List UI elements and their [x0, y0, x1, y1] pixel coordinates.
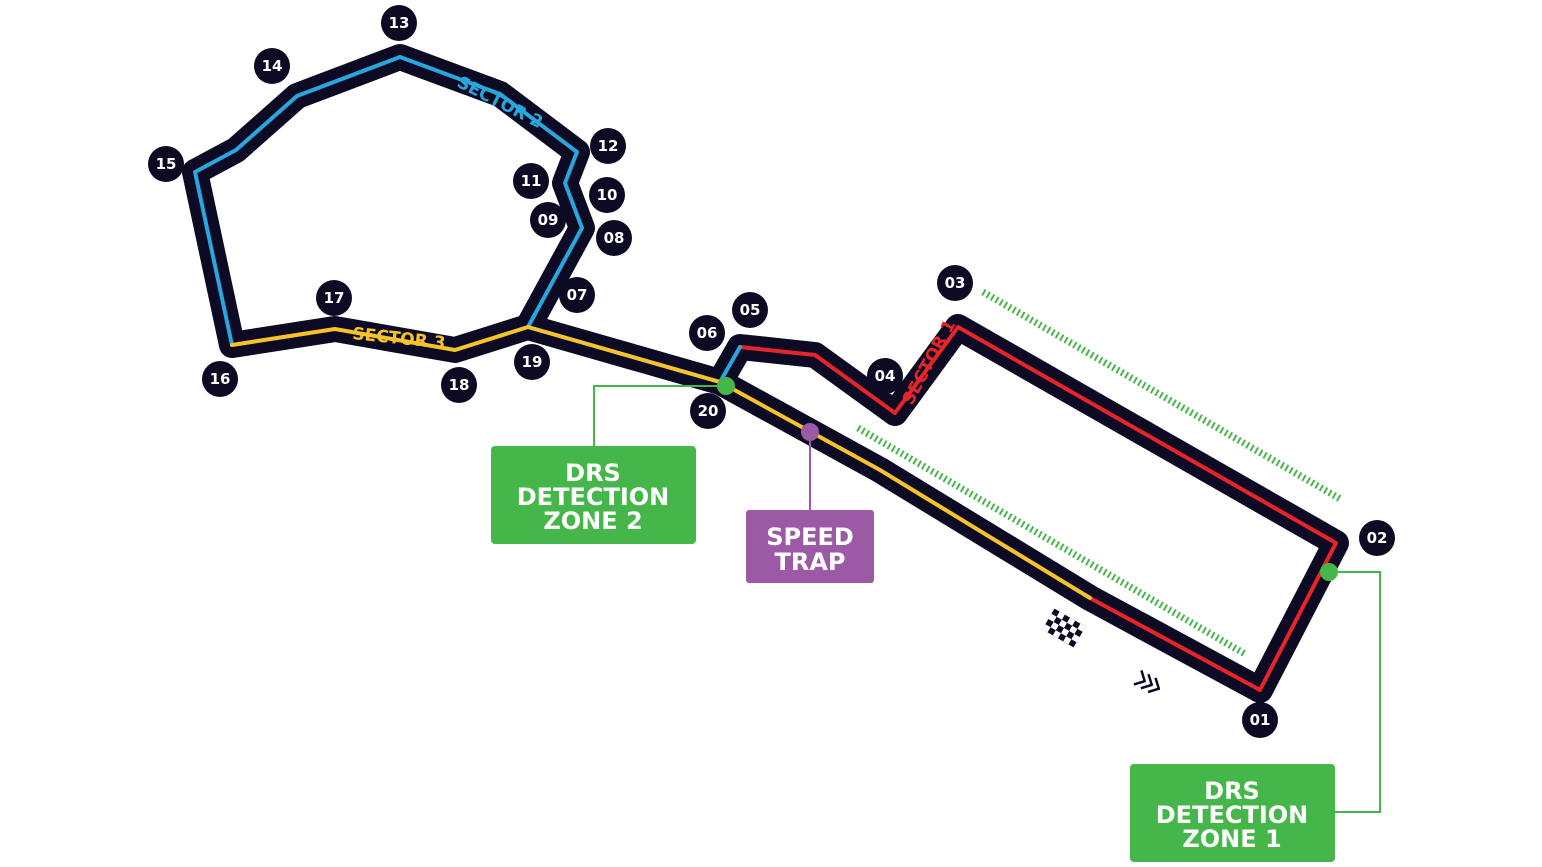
turn-marker-circle: [690, 393, 726, 429]
speed-trap-line-1: SPEED: [766, 523, 854, 551]
turn-marker-12: 12: [590, 128, 626, 164]
drs-zone-1-connector: [1329, 571, 1381, 813]
checkered-flag-icon: [1042, 608, 1086, 648]
turn-marker-circle: [867, 358, 903, 394]
drs-detection-point-1: [1320, 563, 1338, 581]
turn-number: 20: [698, 402, 719, 420]
turn-marker-10: 10: [589, 177, 625, 213]
turn-marker-17: 17: [316, 280, 352, 316]
turn-marker-circle: [514, 344, 550, 380]
turn-marker-circle: [689, 315, 725, 351]
turn-marker-18: 18: [441, 367, 477, 403]
turn-number: 15: [156, 155, 177, 173]
speed-trap-callout: SPEED TRAP: [746, 510, 874, 583]
drs-zone-2-line-1: DRS: [565, 459, 621, 487]
turn-marker-circle: [732, 292, 768, 328]
turn-marker-circle: [937, 265, 973, 301]
turn-number: 05: [740, 301, 761, 319]
drs-zone-1-callout: DRS DETECTION ZONE 1: [1130, 764, 1335, 862]
track-outline: [182, 44, 1349, 703]
sector-1-label: SECTOR 1: [899, 317, 960, 409]
turn-marker-circle: [148, 146, 184, 182]
drs-zone-1-line-2: DETECTION: [1156, 801, 1308, 829]
drs-zone-1-line-3: ZONE 1: [1182, 825, 1281, 853]
turn-marker-circle: [589, 177, 625, 213]
drs-zone-2-connector: [593, 385, 726, 446]
direction-chevrons-icon: [1133, 669, 1161, 694]
turn-number: 18: [449, 376, 470, 394]
drs-zone-indicator-back-straight: [981, 288, 1344, 504]
turn-marker-circle: [513, 163, 549, 199]
drs-zones: [856, 288, 1344, 658]
turn-marker-01: 01: [1242, 702, 1278, 738]
turn-number: 14: [262, 57, 283, 75]
drs-zone-2-line-3: ZONE 2: [543, 507, 642, 535]
drs-zone-2-callout: DRS DETECTION ZONE 2: [491, 446, 696, 544]
speed-trap-line-2: TRAP: [774, 548, 845, 576]
sector-3-line: [230, 325, 1092, 600]
turn-number: 03: [945, 274, 966, 292]
turn-marker-20: 20: [690, 393, 726, 429]
turn-marker-circle: [1359, 520, 1395, 556]
turn-marker-circle: [1242, 702, 1278, 738]
turn-number: 19: [522, 353, 543, 371]
sector-1-line: [738, 325, 1338, 692]
drs-zone-1-box: [1130, 764, 1335, 862]
turn-markers: 01 02 03 04 05 06 07 08 09 10 11 12 13 14 15 16 17 18 19 20: [148, 5, 1395, 738]
turn-marker-09: 09: [530, 202, 566, 238]
turn-number: 08: [604, 229, 625, 247]
turn-number: 04: [875, 367, 896, 385]
drs-zone-1-line-1: DRS: [1204, 777, 1260, 805]
turn-marker-circle: [530, 202, 566, 238]
turn-marker-11: 11: [513, 163, 549, 199]
drs-zone-2-box: [491, 446, 696, 544]
turn-marker-19: 19: [514, 344, 550, 380]
turn-marker-02: 02: [1359, 520, 1395, 556]
turn-marker-circle: [590, 128, 626, 164]
turn-marker-circle: [441, 367, 477, 403]
turn-marker-07: 07: [559, 277, 595, 313]
turn-number: 01: [1250, 711, 1271, 729]
turn-marker-circle: [559, 277, 595, 313]
turn-number: 07: [567, 286, 588, 304]
turn-number: 11: [521, 172, 542, 190]
turn-marker-circle: [254, 48, 290, 84]
turn-marker-08: 08: [596, 220, 632, 256]
turn-marker-circle: [381, 5, 417, 41]
turn-number: 02: [1367, 529, 1388, 547]
turn-number: 09: [538, 211, 559, 229]
turn-marker-15: 15: [148, 146, 184, 182]
turn-marker-03: 03: [937, 265, 973, 301]
drs-zone-2-line-2: DETECTION: [517, 483, 669, 511]
turn-marker-circle: [316, 280, 352, 316]
turn-marker-13: 13: [381, 5, 417, 41]
turn-marker-14: 14: [254, 48, 290, 84]
turn-marker-04: 04: [867, 358, 903, 394]
turn-marker-circle: [202, 361, 238, 397]
speed-trap-box: [746, 510, 874, 583]
callout-connectors: [593, 385, 1381, 813]
turn-number: 12: [598, 137, 619, 155]
turn-marker-circle: [596, 220, 632, 256]
turn-marker-05: 05: [732, 292, 768, 328]
drs-detection-point-2: [717, 377, 735, 395]
turn-number: 17: [324, 289, 345, 307]
turn-number: 10: [597, 186, 618, 204]
turn-number: 06: [697, 324, 718, 342]
turn-number: 13: [389, 14, 410, 32]
turn-marker-16: 16: [202, 361, 238, 397]
speed-trap-point: [801, 423, 819, 441]
turn-number: 16: [210, 370, 231, 388]
turn-marker-06: 06: [689, 315, 725, 351]
